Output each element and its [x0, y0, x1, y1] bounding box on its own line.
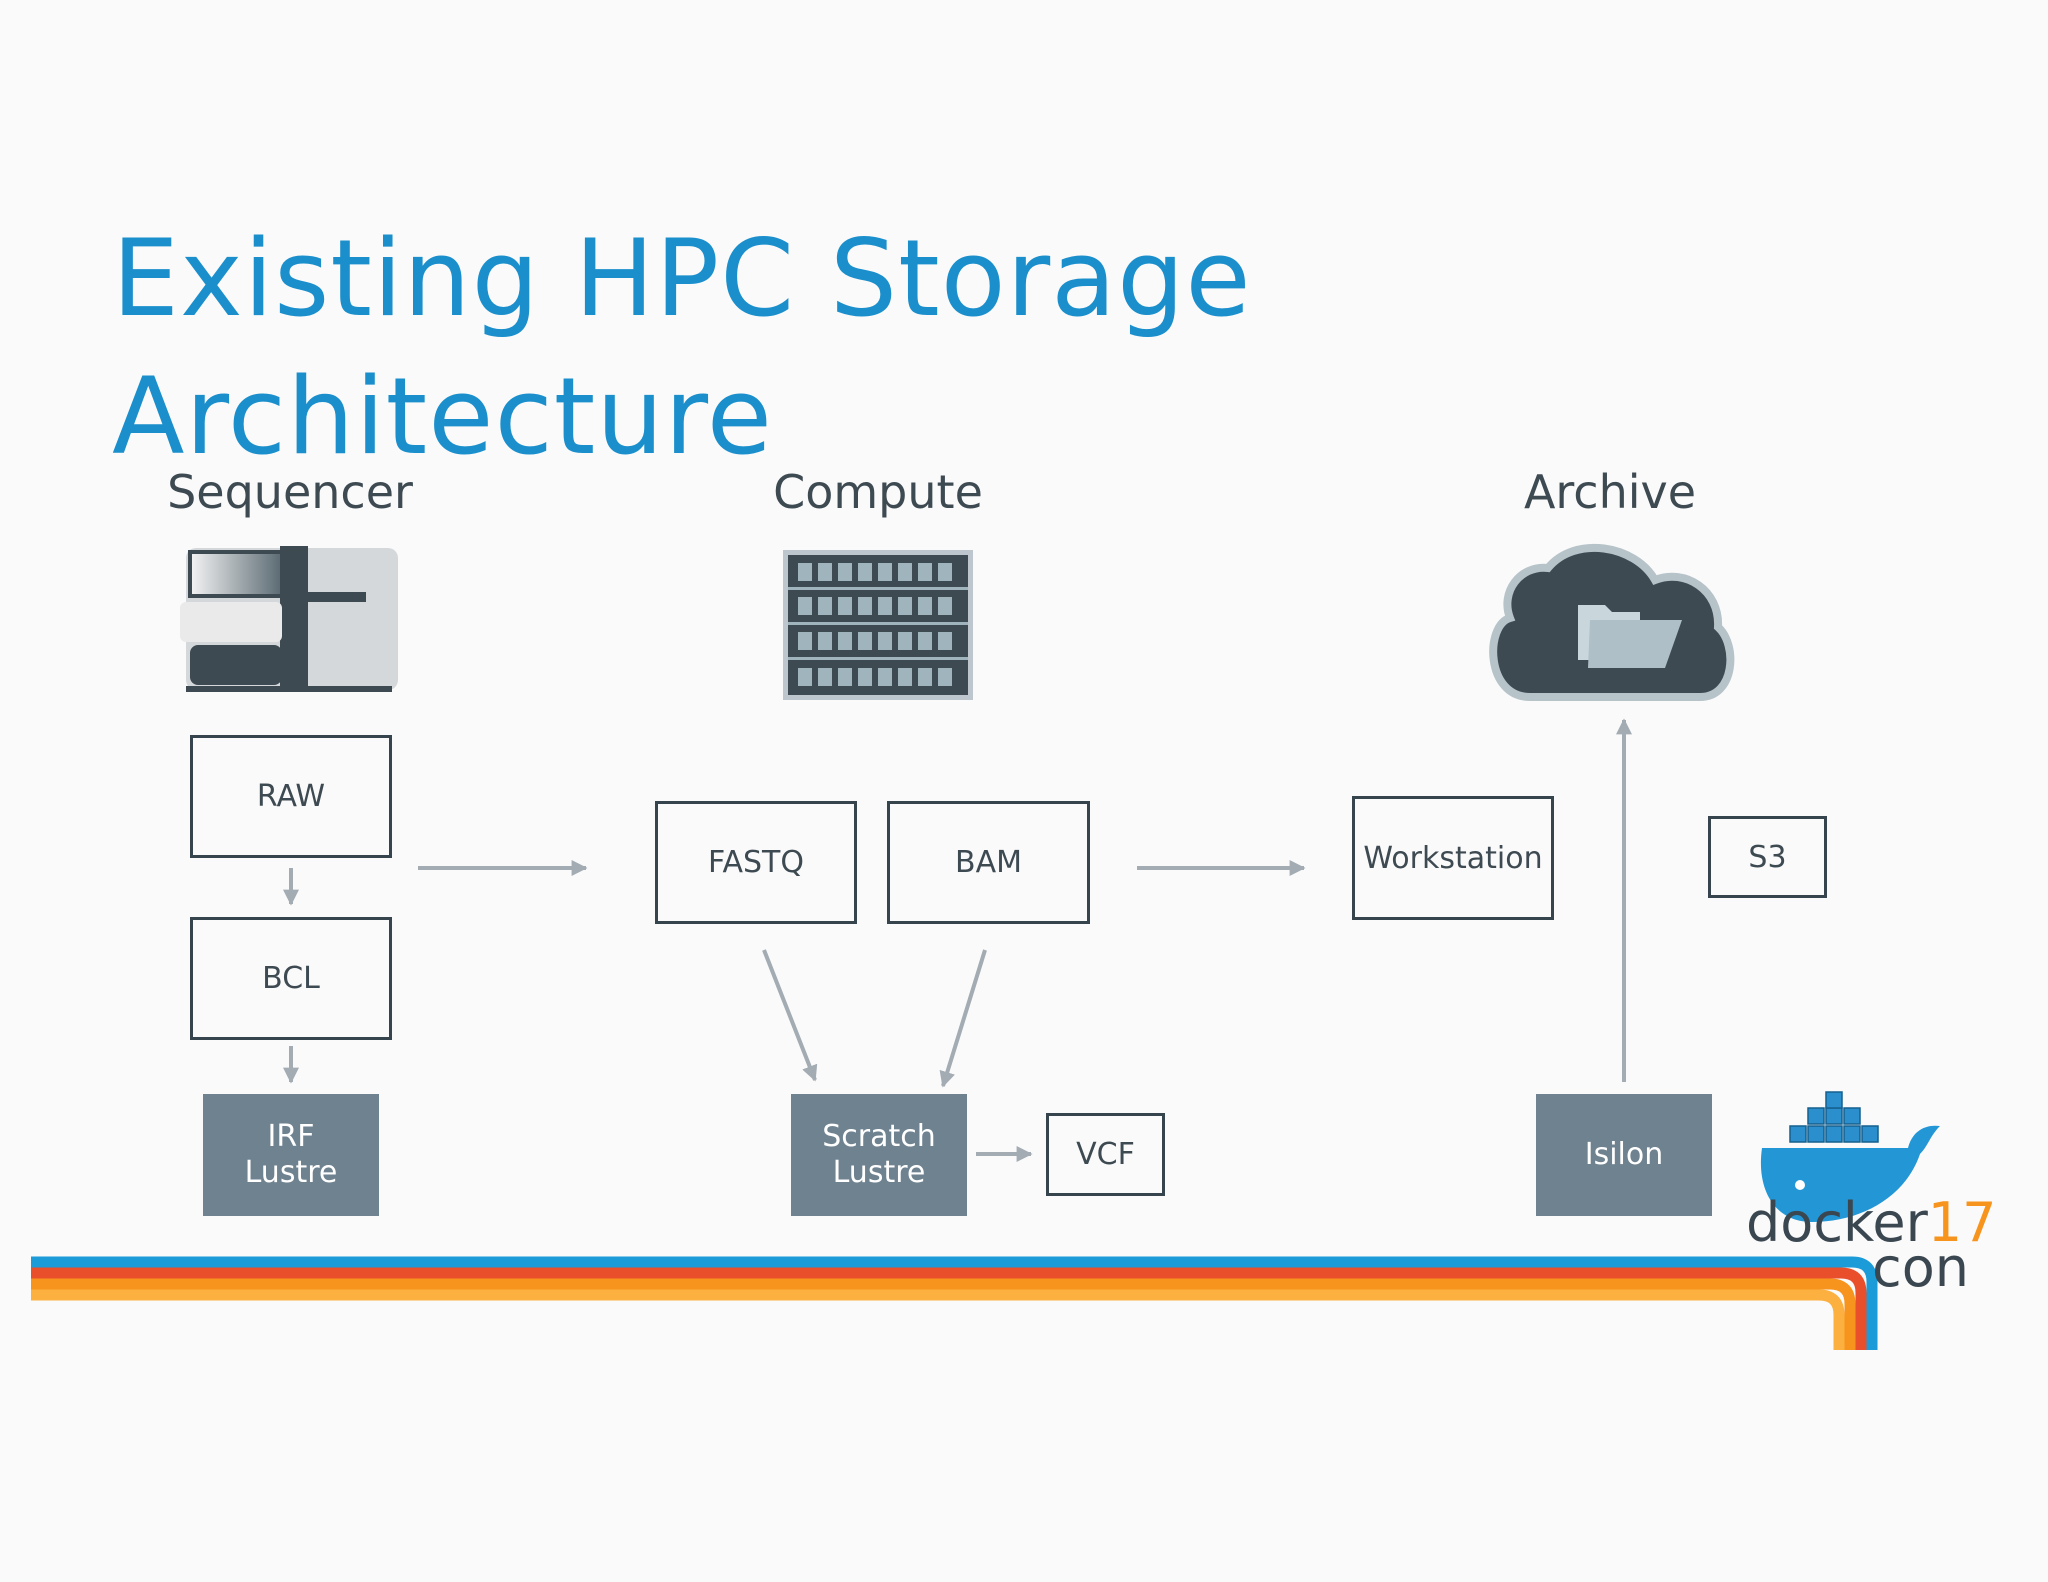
bcl-box: BCL	[190, 917, 392, 1040]
decorative-stripes	[31, 1256, 1878, 1350]
slide-title: Existing HPC Storage Architecture	[112, 210, 1252, 486]
slide-title-line-1: Existing HPC Storage	[112, 217, 1252, 340]
dockercon-logo: docker17	[1746, 1195, 1997, 1251]
section-label-sequencer: Sequencer	[167, 465, 413, 519]
slide-title-line-2: Architecture	[112, 355, 773, 478]
irf-lustre-line-2: Lustre	[244, 1155, 338, 1190]
sequencer-icon	[180, 546, 398, 692]
isilon-storage: Isilon	[1536, 1094, 1712, 1216]
arrow-fastq-to-scratch	[762, 949, 818, 1082]
vcf-box: VCF	[1046, 1113, 1165, 1196]
server-rack-icon	[783, 550, 973, 700]
fastq-box: FASTQ	[655, 801, 857, 924]
raw-box: RAW	[190, 735, 392, 858]
scratch-lustre-line-2: Lustre	[832, 1155, 926, 1190]
irf-lustre-line-1: IRF	[267, 1119, 315, 1154]
s3-box: S3	[1708, 816, 1827, 898]
arrow-bam-to-scratch	[939, 949, 987, 1088]
workstation-box: Workstation	[1352, 796, 1554, 920]
docker-whale-icon	[1760, 1091, 1940, 1222]
scratch-lustre-storage: Scratch Lustre	[791, 1094, 967, 1216]
logo-word: docker	[1746, 1191, 1928, 1254]
scratch-lustre-line-1: Scratch	[822, 1119, 936, 1154]
irf-lustre-storage: IRF Lustre	[203, 1094, 379, 1216]
section-label-archive: Archive	[1523, 465, 1697, 519]
cloud-folder-icon	[1489, 543, 1735, 701]
logo-suffix: con	[1872, 1236, 1969, 1299]
section-label-compute: Compute	[773, 465, 983, 519]
bam-box: BAM	[887, 801, 1090, 924]
logo-number: 17	[1927, 1191, 1997, 1254]
